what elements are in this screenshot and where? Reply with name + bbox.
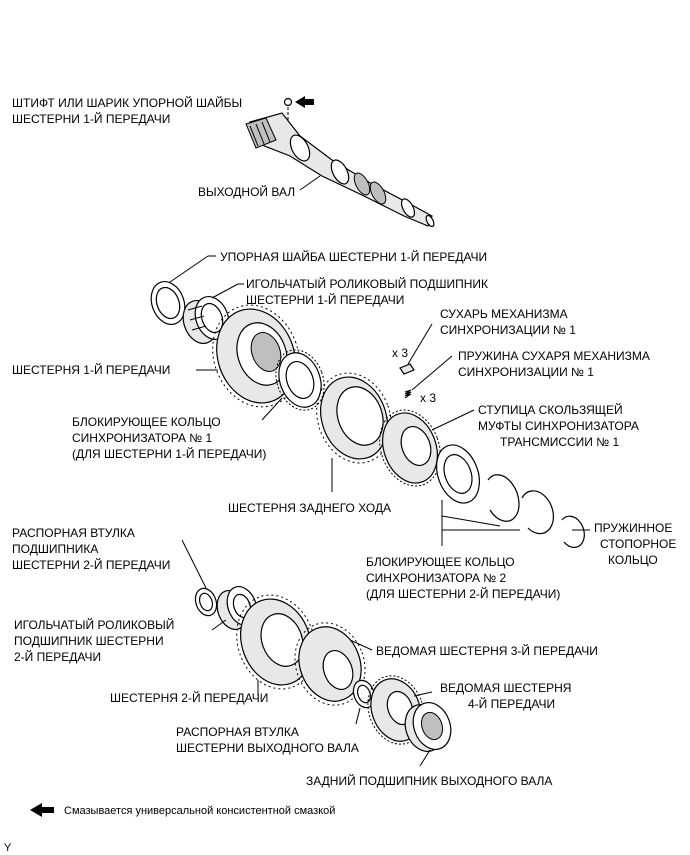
label-key: СУХАРЬ МЕХАНИЗМА (440, 307, 568, 321)
synchronizer-key-spring (404, 355, 453, 399)
label-needle-bearing-2: 2-Й ПЕРЕДАЧИ (14, 649, 101, 664)
label-sync-ring-1: СИНХРОНИЗАТОРА № 1 (72, 431, 213, 445)
label-spacer-2: РАСПОРНАЯ ВТУЛКА (12, 526, 135, 540)
grease-arrow-icon (30, 803, 54, 817)
corner-mark: Y (4, 842, 12, 854)
label-driven-gear-3: ВЕДОМАЯ ШЕСТЕРНЯ 3-Й ПЕРЕДАЧИ (376, 643, 598, 658)
label-gear-1: ШЕСТЕРНЯ 1-Й ПЕРЕДАЧИ (12, 362, 170, 377)
label-sync-ring-2: БЛОКИРУЮЩЕЕ КОЛЬЦО (366, 555, 515, 569)
legend-grease-note: Смазывается универсальной консистентной … (64, 805, 335, 817)
label-spacer-2: ШЕСТЕРНИ 2-Й ПЕРЕДАЧИ (12, 557, 170, 572)
label-hub: МУФТЫ СИНХРОНИЗАТОРА (478, 419, 639, 433)
synchronizer-key (399, 323, 433, 375)
label-needle-bearing-2: ИГОЛЬЧАТЫЙ РОЛИКОВЫЙ (14, 617, 174, 632)
label-spacer-out: РАСПОРНАЯ ВТУЛКА (176, 725, 299, 739)
label-pin-or-ball: ШЕСТЕРНИ 1-Й ПЕРЕДАЧИ (12, 111, 170, 126)
label-key-qty: x 3 (392, 346, 408, 360)
output-shaft (245, 96, 435, 228)
label-hub: СТУПИЦА СКОЛЬЗЯЩЕЙ (478, 402, 623, 417)
bearing-spacer-2nd (181, 539, 218, 617)
label-sync-ring-2: СИНХРОНИЗАТОРА № 2 (366, 571, 507, 585)
label-pin-or-ball: ШТИФТ ИЛИ ШАРИК УПОРНОЙ ШАЙБЫ (12, 95, 242, 110)
label-gear-2: ШЕСТЕРНЯ 2-Й ПЕРЕДАЧИ (110, 690, 268, 705)
label-thrust-washer: УПОРНАЯ ШАЙБА ШЕСТЕРНИ 1-Й ПЕРЕДАЧИ (220, 249, 487, 264)
label-driven-gear-4: ВЕДОМАЯ ШЕСТЕРНЯ (440, 681, 571, 695)
label-spacer-2: ПОДШИПНИКА (12, 542, 98, 556)
label-needle-bearing-2: ПОДШИПНИК ШЕСТЕРНИ (14, 634, 164, 648)
label-output-shaft: ВЫХОДНОЙ ВАЛ (198, 184, 295, 199)
rear-bearing (404, 702, 452, 767)
label-key-spring: ПРУЖИНА СУХАРЯ МЕХАНИЗМА (458, 349, 650, 363)
thrust-washer-1st (150, 255, 216, 325)
label-hub: ТРАНСМИССИИ № 1 (500, 435, 619, 449)
label-needle-bearing-1: ШЕСТЕРНИ 1-Й ПЕРЕДАЧИ (246, 292, 404, 307)
label-sync-ring-2: (ДЛЯ ШЕСТЕРНИ 2-Й ПЕРЕДАЧИ) (366, 586, 560, 601)
label-needle-bearing-1: ИГОЛЬЧАТЫЙ РОЛИКОВЫЙ ПОДШИПНИК (246, 276, 488, 291)
first-gear (196, 304, 300, 408)
label-reverse-gear: ШЕСТЕРНЯ ЗАДНЕГО ХОДА (228, 501, 391, 515)
label-driven-gear-4: 4-Й ПЕРЕДАЧИ (468, 696, 555, 711)
label-rear-bearing: ЗАДНИЙ ПОДШИПНИК ВЫХОДНОГО ВАЛА (306, 773, 552, 788)
label-snap-ring: ПРУЖИННОЕ (594, 521, 672, 535)
synchronizer-ring-2 (435, 444, 520, 546)
driven-gear-3rd (294, 622, 373, 706)
grease-arrow-icon (295, 96, 314, 108)
second-gear (236, 594, 316, 696)
snap-ring (487, 474, 590, 548)
label-key-spring: СИНХРОНИЗАЦИИ № 1 (458, 365, 594, 379)
label-key-spring-qty: x 3 (420, 391, 436, 405)
label-sync-ring-1: БЛОКИРУЮЩЕЕ КОЛЬЦО (72, 415, 221, 429)
label-key: СИНХРОНИЗАЦИИ № 1 (440, 323, 576, 337)
label-snap-ring: КОЛЬЦО (608, 553, 658, 567)
label-snap-ring: СТОПОРНОЕ (600, 537, 676, 551)
synchronizer-hub (379, 409, 475, 487)
label-spacer-out: ШЕСТЕРНИ ВЫХОДНОГО ВАЛА (176, 741, 359, 755)
legend: Смазывается универсальной консистентной … (30, 803, 335, 817)
needle-bearing-1st (182, 283, 244, 344)
synchronizer-ring-1 (261, 349, 325, 421)
reverse-gear (316, 372, 392, 492)
label-sync-ring-1: (ДЛЯ ШЕСТЕРНИ 1-Й ПЕРЕДАЧИ) (72, 446, 266, 461)
